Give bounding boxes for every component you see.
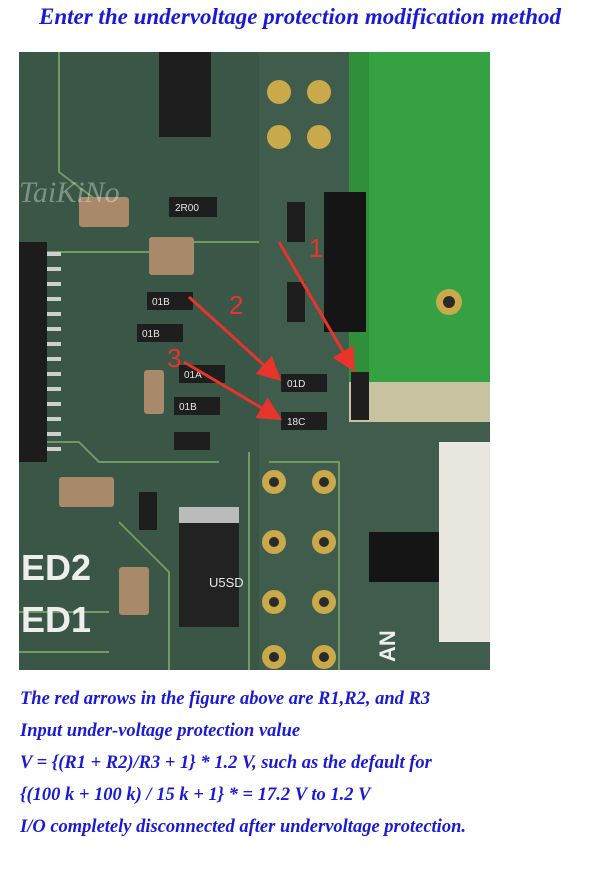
svg-text:3: 3: [167, 343, 181, 373]
svg-text:ED1: ED1: [21, 599, 91, 640]
diode-bottom: [179, 507, 239, 627]
capacitors: [59, 197, 194, 615]
arrow-r2: [187, 295, 282, 382]
header-pins: [262, 80, 462, 669]
svg-text:01A: 01A: [184, 370, 202, 381]
arrow-r1: [277, 241, 356, 373]
svg-text:01D: 01D: [287, 379, 305, 390]
svg-text:01B: 01B: [152, 297, 170, 308]
connector: [439, 442, 490, 642]
svg-text:01B: 01B: [179, 402, 197, 413]
svg-text:01B: 01B: [142, 329, 160, 340]
transistor: [369, 532, 439, 582]
page-title: Enter the undervoltage protection modifi…: [39, 4, 561, 29]
svg-text:ED2: ED2: [21, 547, 91, 588]
arrow-labels: 1 2 3: [167, 233, 323, 373]
description-line-4: {(100 k + 100 k) / 15 k + 1} * = 17.2 V …: [20, 785, 371, 805]
svg-text:1: 1: [309, 233, 323, 263]
watermark: TaiKiNo: [19, 176, 120, 209]
annotation-arrows: [183, 241, 356, 421]
svg-text:U5SD: U5SD: [209, 575, 244, 590]
svg-text:18C: 18C: [287, 417, 305, 428]
mosfet: [324, 192, 366, 332]
diode-top: [159, 52, 211, 137]
description-line-2: Input under-voltage protection value: [20, 721, 301, 741]
description-line-5: I/O completely disconnected after underv…: [20, 817, 466, 837]
svg-text:2: 2: [229, 290, 243, 320]
svg-text:AN: AN: [375, 630, 400, 662]
svg-text:2R00: 2R00: [175, 203, 199, 214]
description-line-3: V = {(R1 + R2)/R3 + 1} * 1.2 V, such as …: [20, 753, 432, 773]
daughter-board: [349, 52, 490, 422]
description-line-1: The red arrows in the figure above are R…: [20, 689, 431, 709]
description: The red arrows in the figure above are R…: [20, 688, 590, 848]
pcb-photo: 01B 01B 01A 01B 2R00 01D 18C U5SD: [19, 52, 490, 670]
component-labels: 01B 01B 01A 01B 2R00 01D 18C U5SD: [142, 203, 305, 590]
board-labels: ED2 ED1 AN: [21, 547, 400, 662]
arrow-r3: [183, 360, 283, 421]
ic-chip: [19, 242, 61, 462]
pcb-traces: [19, 52, 340, 670]
